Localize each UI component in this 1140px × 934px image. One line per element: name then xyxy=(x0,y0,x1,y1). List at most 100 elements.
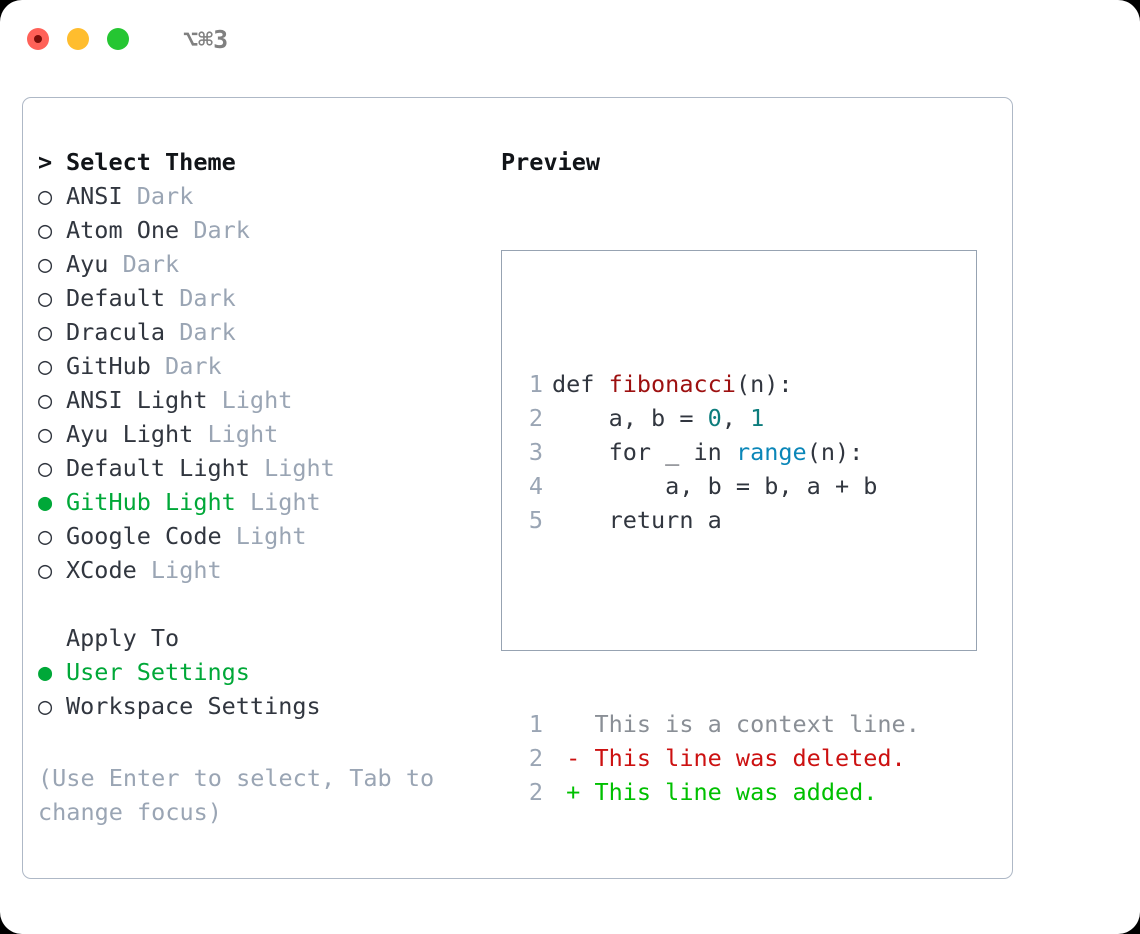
apply-to-marker-placeholder xyxy=(38,621,66,655)
theme-variant-label: Light xyxy=(221,386,293,414)
theme-name-label: ANSI xyxy=(66,182,123,210)
radio-unselected-icon[interactable]: ○ xyxy=(38,216,53,244)
traffic-light-group xyxy=(27,28,129,50)
radio-unselected-icon[interactable]: ○ xyxy=(38,284,53,312)
code-token: fibonacci xyxy=(608,370,736,398)
label-gap xyxy=(222,519,236,553)
theme-name-label: Default Light xyxy=(66,454,250,482)
radio-unselected-icon[interactable]: ○ xyxy=(38,454,53,482)
theme-name-label: Google Code xyxy=(66,522,222,550)
theme-name-label: GitHub Light xyxy=(66,488,236,516)
code-diff-separator xyxy=(521,605,920,639)
label-gap xyxy=(151,349,165,383)
theme-list-item[interactable]: ○Default Dark xyxy=(38,281,498,315)
theme-selector-column: > Select Theme ○ANSI Dark○Atom One Dark○… xyxy=(38,145,498,723)
theme-list-item[interactable]: ○GitHub Dark xyxy=(38,349,498,383)
label-gap xyxy=(108,247,122,281)
code-line-text: a, b = b, a + b xyxy=(543,469,877,503)
preview-title: Preview xyxy=(501,148,601,176)
radio-selected-icon[interactable]: ● xyxy=(38,658,53,686)
theme-list-item[interactable]: ○Ayu Dark xyxy=(38,247,498,281)
radio-unselected-icon[interactable]: ○ xyxy=(38,182,53,210)
radio-unselected-icon[interactable]: ○ xyxy=(38,250,53,278)
code-line-number: 2 xyxy=(528,404,543,432)
theme-list-header-label: Select Theme xyxy=(66,148,236,176)
code-line-text: a, b = 0, 1 xyxy=(543,401,765,435)
radio-unselected-icon[interactable]: ○ xyxy=(38,522,53,550)
theme-name-label: Ayu Light xyxy=(66,420,194,448)
code-line-text: for _ in range(n): xyxy=(543,435,864,469)
code-line-number: 3 xyxy=(528,438,543,466)
radio-unselected-icon[interactable]: ○ xyxy=(38,386,53,414)
main-panel: > Select Theme ○ANSI Dark○Atom One Dark○… xyxy=(22,97,1013,879)
theme-variant-label: Light xyxy=(235,522,307,550)
diff-line-number: 2 xyxy=(528,744,543,772)
theme-name-label: Default xyxy=(66,284,166,312)
code-line: 4 a, b = b, a + b xyxy=(521,469,920,503)
diff-sample: 1 This is a context line.2 - This line w… xyxy=(521,707,920,809)
radio-selected-icon[interactable]: ● xyxy=(38,488,53,516)
radio-unselected-icon[interactable]: ○ xyxy=(38,692,53,720)
minimize-button-icon[interactable] xyxy=(67,28,89,50)
selection-arrow-icon: > xyxy=(38,148,53,176)
theme-list-item[interactable]: ○ Ayu Light Light xyxy=(38,417,498,451)
diff-line-number: 2 xyxy=(528,778,543,806)
code-line-number: 1 xyxy=(528,370,543,398)
code-line-text: return a xyxy=(543,503,722,537)
label-gap xyxy=(137,553,151,587)
label-gap xyxy=(123,179,137,213)
theme-list: ○ANSI Dark○Atom One Dark○Ayu Dark○Defaul… xyxy=(38,179,498,587)
theme-variant-label: Dark xyxy=(136,182,194,210)
theme-list-item[interactable]: ○ Google Code Light xyxy=(38,519,498,553)
label-gap xyxy=(193,417,207,451)
theme-list-item[interactable]: ○Dracula Dark xyxy=(38,315,498,349)
apply-to-option[interactable]: ● User Settings xyxy=(38,655,498,689)
radio-unselected-icon[interactable]: ○ xyxy=(38,420,53,448)
theme-name-label: Dracula xyxy=(66,318,166,346)
code-line: 5 return a xyxy=(521,503,920,537)
code-token: a, b = xyxy=(552,404,708,432)
code-token: range xyxy=(735,438,807,466)
code-token: 1 xyxy=(750,404,765,432)
close-button-icon[interactable] xyxy=(27,28,49,50)
theme-variant-label: Dark xyxy=(193,216,250,244)
zoom-button-icon[interactable] xyxy=(107,28,129,50)
theme-name-label: GitHub xyxy=(66,352,151,380)
apply-to-header-label: Apply To xyxy=(66,624,180,652)
apply-to-option-label: User Settings xyxy=(66,658,250,686)
theme-list-item[interactable]: ○ Atom One Dark xyxy=(38,213,498,247)
diff-line: 1 This is a context line. xyxy=(521,707,920,741)
label-gap xyxy=(250,451,264,485)
radio-unselected-icon[interactable]: ○ xyxy=(38,352,53,380)
apply-to-list: ● User Settings ○ Workspace Settings xyxy=(38,655,498,723)
theme-name-label: ANSI Light xyxy=(66,386,208,414)
keyboard-hint-text: (Use Enter to select, Tab to change focu… xyxy=(38,764,435,826)
label-gap xyxy=(236,485,250,519)
code-line: 3 for _ in range(n): xyxy=(521,435,920,469)
apply-to-header: Apply To xyxy=(38,621,498,655)
label-gap xyxy=(207,383,221,417)
theme-variant-label: Dark xyxy=(122,250,180,278)
code-line-number: 5 xyxy=(528,506,543,534)
code-token: , xyxy=(721,404,751,432)
code-line: 2 a, b = 0, 1 xyxy=(521,401,920,435)
diff-line: 2 - This line was deleted. xyxy=(521,741,920,775)
theme-variant-label: Light xyxy=(207,420,279,448)
theme-list-item[interactable]: ○ ANSI Light Light xyxy=(38,383,498,417)
theme-list-item[interactable]: ●GitHub Light Light xyxy=(38,485,498,519)
theme-list-item[interactable]: ○Default Light Light xyxy=(38,451,498,485)
apply-to-option[interactable]: ○ Workspace Settings xyxy=(38,689,498,723)
radio-unselected-icon[interactable]: ○ xyxy=(38,318,53,346)
diff-line-text: + This line was added. xyxy=(552,778,878,806)
theme-list-item[interactable]: ○XCode Light xyxy=(38,553,498,587)
radio-unselected-icon[interactable]: ○ xyxy=(38,556,53,584)
list-spacer xyxy=(38,587,498,621)
code-token: (n): xyxy=(735,370,793,398)
apply-to-option-label: Workspace Settings xyxy=(66,692,321,720)
code-token: a, b = b, a + b xyxy=(552,472,878,500)
theme-name-label: Atom One xyxy=(66,216,180,244)
theme-list-item[interactable]: ○ ANSI Dark xyxy=(38,179,498,213)
